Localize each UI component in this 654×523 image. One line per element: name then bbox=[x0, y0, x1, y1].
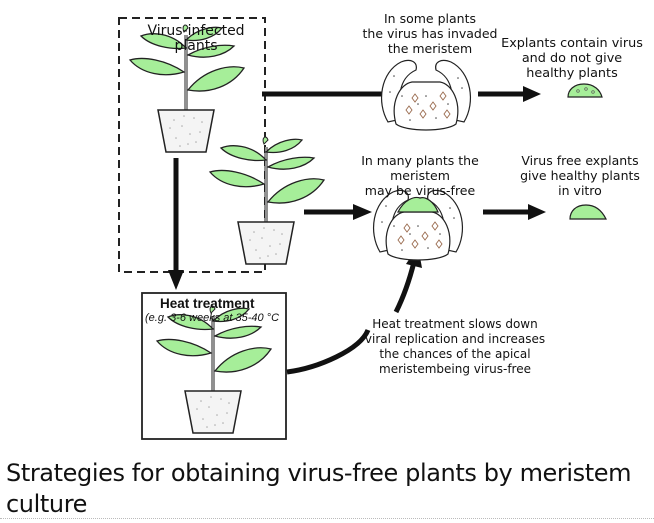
bottom-divider bbox=[0, 518, 654, 519]
label-virus-invaded: In some plants the virus has invaded the… bbox=[362, 11, 498, 56]
infected-box-title: Virus-infected plants bbox=[147, 23, 245, 54]
label-heat-explanation: Heat treatment slows down viral replicat… bbox=[364, 317, 546, 376]
heat-treatment-subtitle: (e.g. 3-6 weeks at 35-40 °C bbox=[145, 312, 280, 324]
meristem-virus-free bbox=[372, 189, 464, 261]
label-meristem-virus-free: In many plants the meristem may be virus… bbox=[361, 153, 479, 198]
arrow-invaded-to-explant bbox=[478, 86, 541, 102]
arrow-down-to-heat bbox=[168, 158, 184, 290]
infected-explant bbox=[567, 83, 603, 98]
arrow-meristem-to-explant bbox=[483, 204, 546, 220]
meristem-culture-diagram bbox=[118, 17, 607, 440]
meristem-virus-invaded bbox=[380, 59, 472, 131]
figure-caption: Strategies for obtaining virus-free plan… bbox=[6, 459, 632, 518]
infected-plant-2 bbox=[208, 135, 326, 266]
heat-treatment-title: Heat treatment bbox=[160, 296, 255, 311]
label-explants-contain-virus: Explants contain virus and do not give h… bbox=[501, 36, 643, 81]
label-virus-free-explants: Virus free explants give healthy plants … bbox=[520, 153, 640, 198]
infected-plants-box bbox=[118, 17, 266, 273]
arrow-plant2-to-meristem bbox=[304, 204, 372, 220]
virus-free-explant bbox=[569, 204, 607, 220]
